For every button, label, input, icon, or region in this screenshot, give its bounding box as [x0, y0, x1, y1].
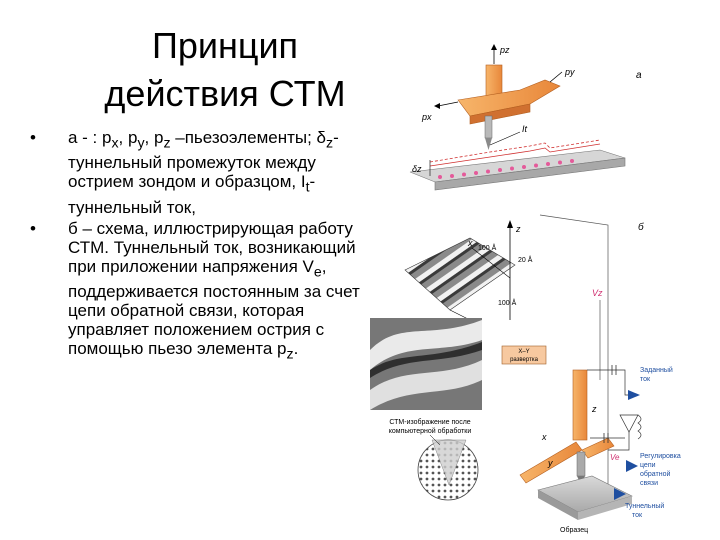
bullet-text: , поддерживается постоянным за счет цепи… [68, 256, 360, 359]
piezo-tripod-y [581, 437, 615, 459]
title-line-1: Принцип [151, 25, 299, 66]
bullet-text: б – схема, иллюстрирующая работу СТМ. Ту… [68, 218, 356, 276]
tunnel-current-line2: ток [632, 512, 643, 519]
bullet-text: , p [118, 128, 138, 147]
label-vz: Vz [592, 288, 603, 298]
title-line-2: действия СТМ [104, 73, 346, 114]
subscript: e [313, 264, 322, 281]
label-px: px [421, 112, 432, 122]
xy-scan-line2: развертка [510, 357, 539, 363]
label-100a-bottom: 100 Å [498, 298, 517, 307]
axis-z: z [515, 224, 521, 234]
subscript: y [137, 135, 145, 152]
amplifier-symbol [619, 414, 639, 433]
stm-diagram: а pz py px [370, 44, 681, 534]
image-caption-line1: СТМ-изображение после [389, 418, 470, 426]
slide-title: Принцип действия СТМ [60, 22, 390, 118]
probe-holder [484, 115, 493, 139]
sample-edge [434, 157, 626, 191]
atom-rows [438, 159, 574, 179]
subscript: t [305, 179, 310, 196]
bullet-item-a: • а - : px, py, pz –пьезоэлементы; δz- т… [30, 128, 365, 217]
feedback-arrow [626, 460, 638, 472]
axis-x: x [467, 238, 473, 248]
bullet-marker: • [30, 128, 36, 147]
panel-a-letter: а [636, 70, 642, 81]
set-current-arrow [628, 390, 640, 400]
bullet-list: • а - : px, py, pz –пьезоэлементы; δz- т… [30, 128, 365, 367]
label-100a-top: 100 Å [478, 243, 497, 252]
label-pz: pz [499, 45, 510, 55]
bullet-text: - туннельный ток, [68, 172, 316, 217]
bullet-item-b: • б – схема, иллюстрирующая работу СТМ. … [30, 219, 365, 365]
xy-scan-line1: X–Y [518, 349, 529, 355]
feedback-line4: связи [640, 480, 658, 487]
resistor-symbol [637, 414, 642, 440]
set-current-line1: Заданный [640, 366, 673, 374]
subscript: z [326, 135, 334, 152]
image-caption-line2: компьютерной обработки [389, 427, 472, 435]
bullet-text: –пьезоэлементы; δ [170, 128, 327, 147]
bullet-text: а - : p [68, 128, 112, 147]
axis-y2: y [547, 458, 553, 468]
subscript: z [286, 346, 294, 363]
label-ve: Ve [610, 453, 620, 462]
xy-scan-box [501, 345, 547, 365]
label-20a: 20 Å [518, 255, 533, 264]
bullet-text: , p [144, 128, 164, 147]
feedback-line3: обратной [640, 470, 670, 478]
panel-a: а pz py px [409, 44, 642, 191]
bullet-text: . [293, 339, 299, 359]
panel-b-letter: б [638, 221, 644, 233]
bullet-text: - туннельный промежуток между острием зо… [68, 128, 339, 192]
probe-tip [485, 138, 492, 150]
label-sample: Образец [560, 526, 588, 534]
tunnel-current-line1: Туннельный [625, 502, 664, 510]
panel-b: б z x y 20 Å 100 Å 100 Å Vz X–Y [370, 214, 681, 534]
tunnel-current-arrow [614, 488, 626, 500]
label-py: py [564, 67, 575, 77]
label-it: It [522, 124, 528, 134]
axis-z2: z [591, 404, 597, 414]
feedback-line1: Регулировка [640, 453, 681, 460]
set-current-line2: ток [640, 376, 651, 383]
feedback-line2: цепи [640, 462, 656, 469]
bullet-marker: • [30, 218, 36, 238]
subscript: x [111, 135, 119, 152]
axis-x2: x [541, 432, 547, 442]
stm-figure: а pz py px [370, 20, 715, 535]
subscript: z [163, 135, 171, 152]
label-dz: δz [412, 164, 422, 174]
piezo-z [485, 64, 503, 98]
piezo-tripod-z [572, 369, 588, 441]
scan-surface [404, 237, 516, 311]
